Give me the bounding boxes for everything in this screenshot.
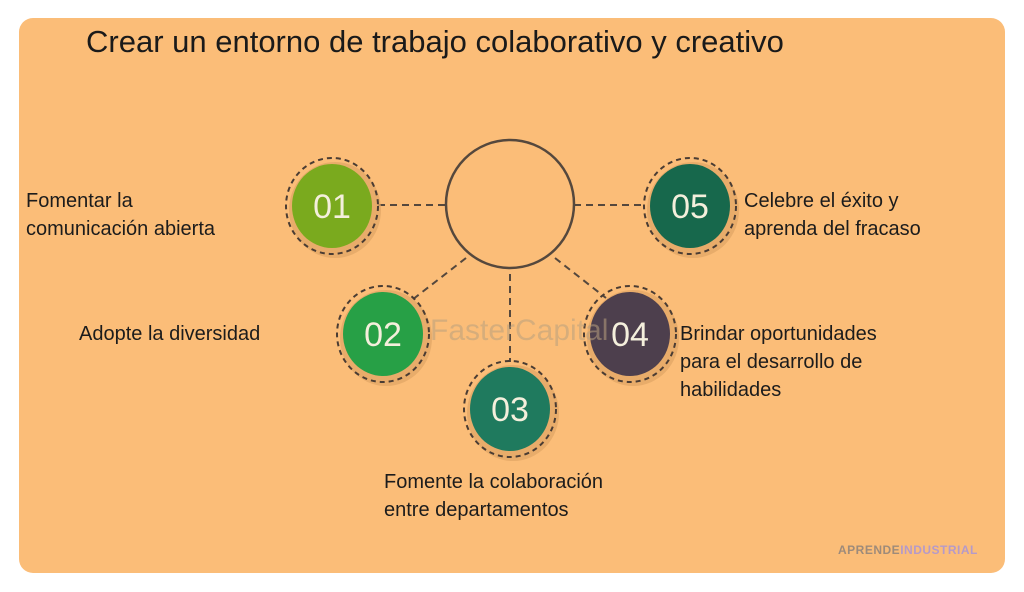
node-05: 05 [643,157,739,258]
node-02: 02 [336,285,432,386]
node-05-fill [650,164,730,248]
node-03-number: 03 [491,391,529,429]
node-04-label-line-3: habilidades [680,379,782,401]
node-05-label: Celebre el éxito y aprenda del fracaso [744,187,921,243]
brand-logo-part-1: APRENDE [838,543,901,557]
node-01: 01 [285,157,381,258]
node-04: 04 [583,285,679,386]
node-03: 03 [463,360,559,461]
node-04-label: Brindar oportunidades para el desarrollo… [680,320,877,404]
node-02-number: 02 [364,316,402,354]
connector-04 [554,257,607,299]
node-04-label-line-1: Brindar oportunidades [680,323,877,345]
center-hub-circle [444,138,576,270]
node-03-circle [463,360,557,458]
watermark-text: FasterCapital [430,314,608,347]
node-03-label-line-2: entre departamentos [384,499,569,521]
node-05-circle [643,157,737,255]
node-05-label-line-1: Celebre el éxito y [744,190,899,212]
node-02-fill [343,292,423,376]
brand-logo-part-2: INDUSTRIAL [900,543,978,557]
node-03-label: Fomente la colaboración entre departamen… [384,468,603,524]
node-05-label-line-2: aprenda del fracaso [744,218,921,240]
node-03-label-line-1: Fomente la colaboración [384,471,604,493]
node-01-label-line-1: Fomentar la [26,190,133,212]
node-01-fill [292,164,372,248]
node-02-label: Adopte la diversidad [79,320,260,348]
infographic-card [19,18,1005,573]
node-01-number: 01 [313,188,351,226]
node-04-circle [583,285,677,383]
brand-logo: APRENDEINDUSTRIAL [838,543,978,557]
node-05-number: 05 [671,188,709,226]
node-04-fill [590,292,670,376]
node-01-label-line-2: comunicación abierta [26,218,215,240]
node-04-number: 04 [611,316,649,354]
node-04-label-line-2: para el desarrollo de [680,351,863,373]
node-03-fill [470,367,550,451]
node-01-label: Fomentar la comunicación abierta [26,187,215,243]
connector-02 [411,257,467,301]
page-title: Crear un entorno de trabajo colaborativo… [86,24,784,59]
node-02-circle [336,285,430,383]
node-02-label-line-1: Adopte la diversidad [79,323,261,345]
node-01-circle [285,157,379,255]
